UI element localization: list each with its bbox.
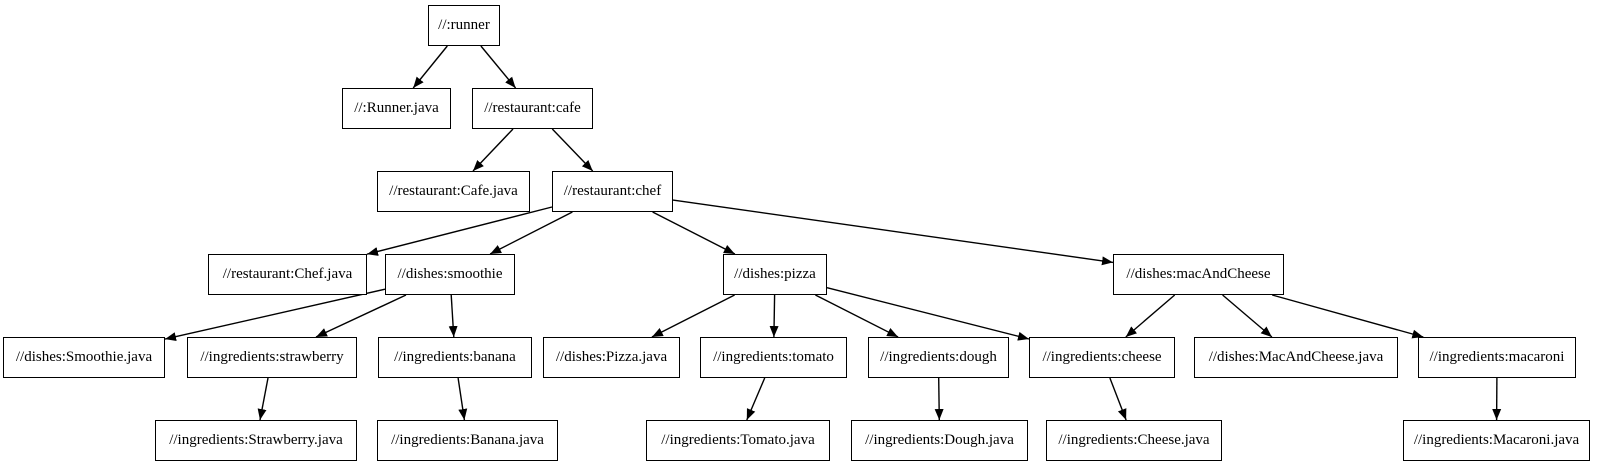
edge-dough-to-dough-java xyxy=(934,377,944,421)
edge-chef-to-pizza xyxy=(652,211,736,255)
graph-node-pizza: //dishes:pizza xyxy=(723,254,827,295)
edge-cheese-to-cheese-java xyxy=(1109,377,1127,421)
graph-node-chef: //restaurant:chef xyxy=(552,171,673,212)
graph-node-dough: //ingredients:dough xyxy=(868,337,1009,378)
edge-smoothie-to-banana xyxy=(448,294,458,338)
graph-node-smoothie: //dishes:smoothie xyxy=(385,254,515,295)
graph-node-mac-and-cheese: //dishes:macAndCheese xyxy=(1113,254,1284,295)
graph-node-banana-java: //ingredients:Banana.java xyxy=(377,420,558,461)
edge-pizza-to-dough xyxy=(815,294,899,338)
edge-pizza-to-cheese xyxy=(826,287,1030,341)
graph-node-runner: //:runner xyxy=(428,5,500,46)
edge-mac-and-cheese-to-macaroni xyxy=(1272,294,1424,339)
graph-node-dough-java: //ingredients:Dough.java xyxy=(851,420,1028,461)
graph-node-strawberry: //ingredients:strawberry xyxy=(187,337,357,378)
edge-banana-to-banana-java xyxy=(457,377,468,421)
edge-pizza-to-pizza-java xyxy=(651,294,735,338)
graph-node-pizza-java: //dishes:Pizza.java xyxy=(543,337,680,378)
graph-node-chef-java: //restaurant:Chef.java xyxy=(208,254,367,295)
graph-node-cafe: //restaurant:cafe xyxy=(472,88,593,129)
graph-node-cheese-java: //ingredients:Cheese.java xyxy=(1046,420,1222,461)
edge-pizza-to-tomato xyxy=(769,294,779,338)
graph-node-banana: //ingredients:banana xyxy=(378,337,532,378)
edge-cafe-to-cafe-java xyxy=(472,128,514,172)
graph-node-runner-java: //:Runner.java xyxy=(342,88,451,129)
graph-node-tomato: //ingredients:tomato xyxy=(700,337,847,378)
graph-node-macaroni: //ingredients:macaroni xyxy=(1418,337,1576,378)
edge-mac-and-cheese-to-cheese xyxy=(1125,294,1176,338)
edge-cafe-to-chef xyxy=(551,128,594,172)
graph-node-macaroni-java: //ingredients:Macaroni.java xyxy=(1403,420,1590,461)
edge-strawberry-to-strawberry-java xyxy=(257,377,269,421)
edge-chef-to-chef-java xyxy=(366,206,553,256)
graph-node-mac-and-cheese-java: //dishes:MacAndCheese.java xyxy=(1194,337,1398,378)
edge-smoothie-to-smoothie-java xyxy=(164,288,386,342)
edge-runner-to-runner-java xyxy=(412,45,448,89)
edge-lines xyxy=(164,45,1502,421)
graph-node-cheese: //ingredients:cheese xyxy=(1029,337,1175,378)
edge-smoothie-to-strawberry xyxy=(315,294,407,338)
graph-node-cafe-java: //restaurant:Cafe.java xyxy=(377,171,530,212)
graph-node-smoothie-java: //dishes:Smoothie.java xyxy=(3,337,165,378)
edge-runner-to-cafe xyxy=(480,45,517,89)
edge-chef-to-mac-and-cheese xyxy=(672,199,1114,266)
edge-tomato-to-tomato-java xyxy=(746,377,766,421)
graph-node-tomato-java: //ingredients:Tomato.java xyxy=(646,420,830,461)
graph-node-strawberry-java: //ingredients:Strawberry.java xyxy=(155,420,357,461)
edge-mac-and-cheese-to-mac-and-cheese-java xyxy=(1222,294,1273,338)
edge-chef-to-smoothie xyxy=(489,211,573,255)
